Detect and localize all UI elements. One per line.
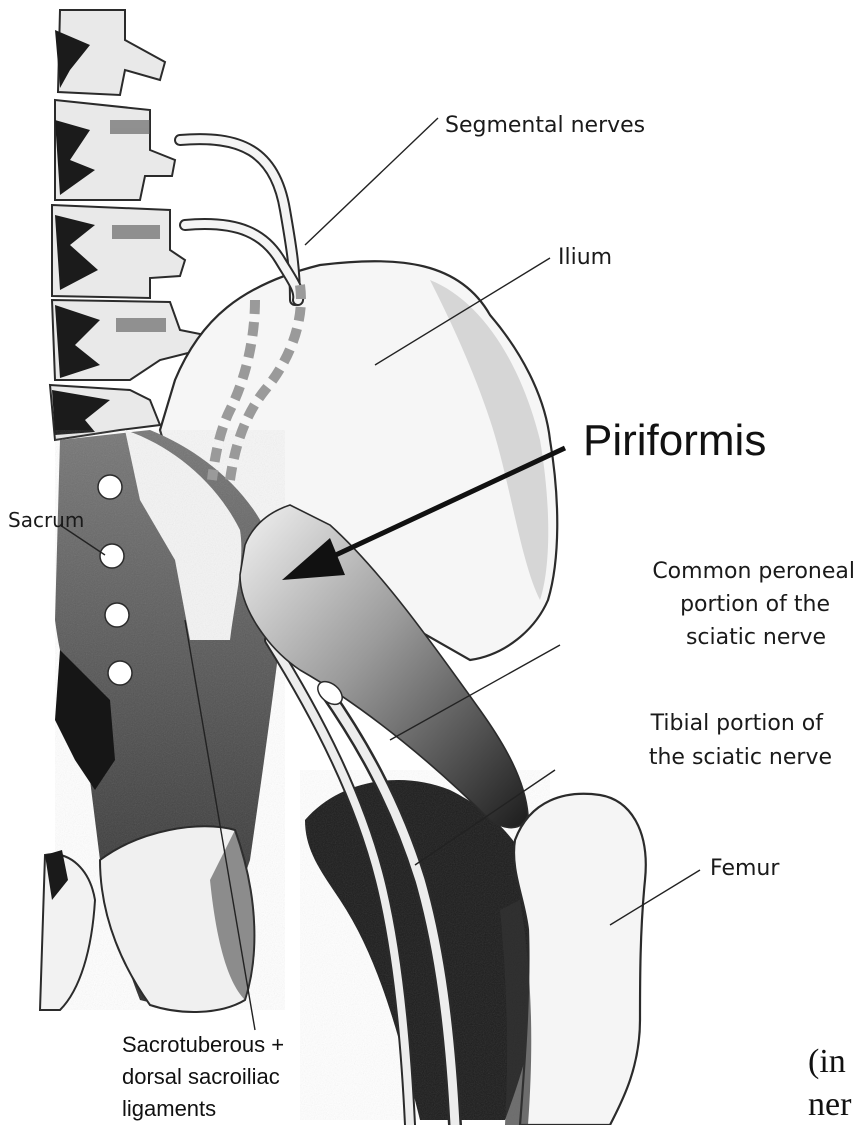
label-tibial: Tibial portion of the sciatic nerve [649,711,832,770]
leader-segmental [305,118,438,245]
label-femur: Femur [710,856,780,881]
segmental-nerves [180,139,298,300]
label-piriformis: Piriformis [583,416,766,465]
femur-bone [514,794,646,1125]
cutoff-text: (in ner [808,1043,854,1123]
label-ligaments: Sacrotuberous + dorsal sacroiliac ligame… [122,1032,290,1121]
label-sacrum: Sacrum [8,508,84,532]
label-segmental-nerves: Segmental nerves [445,113,645,138]
label-ilium: Ilium [558,245,612,270]
label-common-peroneal: Common peroneal portion of the sciatic n… [652,559,862,650]
